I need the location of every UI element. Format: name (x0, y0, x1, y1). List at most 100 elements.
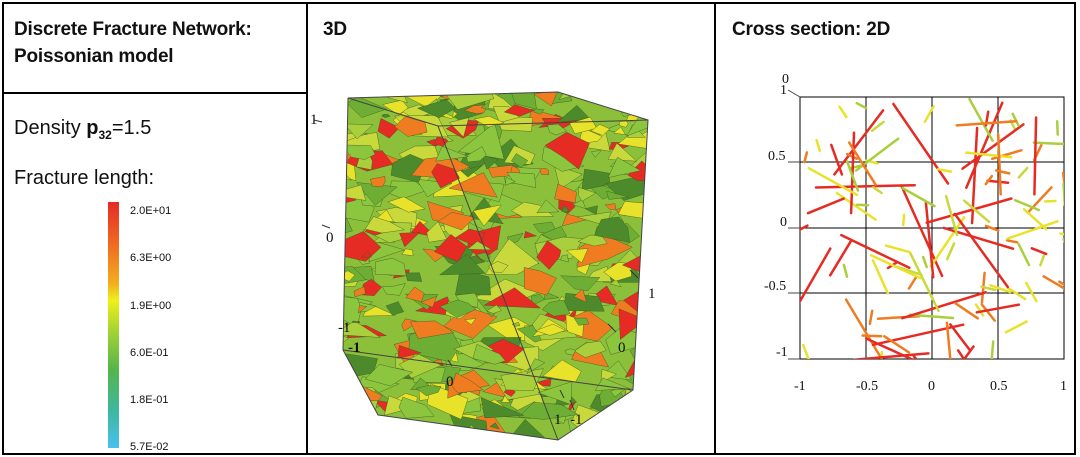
fracture-polygon (387, 196, 426, 213)
fracture-polygon (391, 432, 444, 440)
fracture-trace (1058, 280, 1064, 287)
fracture-polygon (420, 295, 438, 308)
fracture-trace (901, 213, 906, 227)
fracture-trace (921, 255, 928, 269)
fracture-polygon (448, 172, 498, 198)
fracture-polygon (351, 409, 366, 419)
fracture-polygon (504, 177, 516, 186)
fracture-polygon (533, 108, 545, 115)
y-tick: 0.5 (768, 149, 786, 164)
fracture-trace (842, 263, 849, 278)
y-tick: -1 (776, 345, 788, 360)
fracture-polygon (434, 234, 468, 263)
fracture-polygon (437, 212, 476, 231)
fracture-polygon (455, 292, 479, 308)
fracture-polygon (619, 120, 629, 128)
fracture-trace (855, 203, 870, 207)
fracture-trace (1025, 281, 1038, 303)
axis-label-minus1: -1 (338, 320, 351, 336)
fracture-polygon (455, 269, 492, 296)
fracture-trace (853, 352, 930, 359)
fracture-polygon (343, 152, 357, 182)
fracture-polygon (394, 116, 428, 137)
fracture-polygon (594, 216, 630, 243)
fracture-trace (965, 101, 1004, 189)
corner-zero: 0 (782, 72, 789, 87)
fracture-polygon (565, 248, 589, 264)
fracture-polygon (618, 415, 648, 435)
fracture-trace (1026, 186, 1053, 215)
fracture-trace (1039, 254, 1046, 267)
fracture-polygon (594, 377, 630, 391)
fracture-polygon (398, 396, 435, 419)
fracture-trace (883, 335, 911, 354)
fracture-polygon (518, 401, 579, 420)
fracture-polygon (472, 344, 506, 365)
fracture-trace (800, 247, 832, 304)
fracture-trace (884, 244, 912, 254)
fracture-polygon (643, 435, 648, 440)
fracture-trace (840, 233, 911, 270)
fracture-trace (845, 160, 860, 192)
fracture-polygon (343, 425, 368, 440)
fracture-polygon (509, 419, 557, 440)
axis-label-right-1: 1 (648, 286, 656, 302)
fracture-polygon (564, 348, 576, 356)
cross-section-plot: 0 1 0.5 0 -0.5 -1 -1 -0.5 0 0.5 1 (764, 72, 1067, 394)
fracture-trace (861, 334, 883, 338)
left-title-line2: Poissonian model (14, 46, 174, 67)
y-tick: 1 (780, 83, 787, 98)
fracture-trace (984, 174, 994, 186)
fracture-polygon (650, 193, 657, 197)
fracture-trace (944, 194, 959, 237)
fracture-polygon (364, 216, 406, 234)
fracture-polygon (547, 123, 568, 136)
fracture-polygon (556, 105, 591, 123)
axis-leader-lines (787, 89, 801, 360)
fracture-polygon (571, 199, 586, 209)
fracture-polygon (645, 314, 648, 324)
fracture-polygon (343, 331, 350, 345)
fracture-polygon (568, 426, 605, 440)
fracture-polygon (464, 318, 477, 325)
fracture-trace (1030, 247, 1048, 256)
fracture-trace (872, 186, 883, 195)
fracture-polygon (381, 283, 406, 296)
fracture-trace (1017, 242, 1031, 267)
fracture-polygon (536, 199, 560, 214)
fracture-polygon (435, 146, 470, 162)
fracture-polygon (542, 359, 582, 383)
fracture-polygon (472, 204, 502, 227)
fracture-polygon (618, 308, 647, 340)
fracture-polygon (633, 441, 645, 449)
fracture-trace (994, 169, 1011, 175)
fracture-traces (800, 97, 1064, 359)
y-tick: 0 (780, 215, 787, 230)
fracture-polygon (604, 203, 617, 211)
colorbar-tick: 6.3E+00 (130, 252, 172, 264)
x-tick: -0.5 (856, 379, 878, 394)
fracture-polygon (381, 114, 391, 118)
fracture-trace (1033, 116, 1038, 196)
fracture-polygon (643, 214, 648, 221)
x-tick: -1 (794, 379, 806, 394)
fracture-polygon (487, 164, 513, 178)
fracture-trace (974, 303, 985, 317)
fracture-trace (864, 337, 915, 359)
fracture-polygon (405, 286, 425, 303)
fracture-trace (949, 323, 972, 352)
fracture-polygon (451, 372, 484, 394)
fracture-trace (1032, 141, 1064, 146)
fracture-trace (838, 105, 848, 119)
fracture-polygon (560, 275, 601, 292)
fracture-trace (870, 120, 885, 132)
fracture-trace (1017, 166, 1029, 179)
density-prefix: Density (14, 117, 87, 139)
fracture-trace (909, 252, 940, 313)
fracture-polygon (645, 140, 648, 157)
fracture-polygon (609, 279, 622, 288)
fracture-polygon (523, 231, 538, 239)
fracture-length-label: Fracture length: (14, 167, 155, 189)
density-label: Density p32=1.5 (14, 117, 151, 142)
fracture-polygon (480, 397, 524, 419)
